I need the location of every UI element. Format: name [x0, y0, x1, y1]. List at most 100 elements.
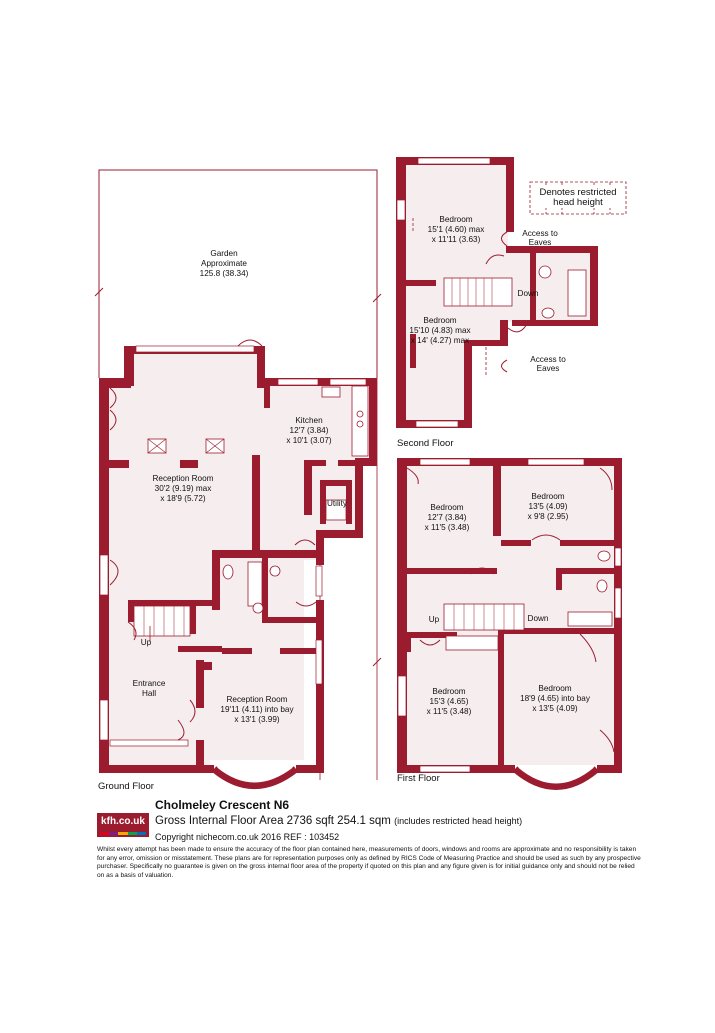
skylight-cross	[205, 438, 225, 454]
wall	[252, 455, 260, 555]
door-swing	[485, 254, 505, 265]
property-address: Cholmeley Crescent N6	[155, 798, 290, 812]
ff-bedroom-2-label-line1: 13'5 (4.09)	[529, 502, 568, 511]
window	[99, 554, 109, 596]
wall	[355, 458, 377, 466]
door-swing	[189, 699, 196, 723]
ff-bedroom-4-label: Bedroom	[538, 684, 571, 693]
hob	[356, 410, 364, 418]
door-swing	[294, 539, 316, 546]
brand-color-bar	[100, 832, 147, 835]
window	[419, 765, 471, 773]
wall	[512, 320, 598, 326]
wall	[464, 340, 472, 427]
restricted-legend-box	[529, 181, 627, 215]
wall	[257, 346, 265, 388]
door-swing	[501, 359, 508, 373]
wall	[316, 530, 363, 538]
bath	[567, 269, 587, 317]
sf-bedroom-top-label-line2: x 11'11 (3.63)	[432, 235, 481, 244]
bath	[567, 611, 613, 627]
wall	[128, 600, 218, 606]
bay-glass	[217, 766, 293, 783]
wall	[498, 628, 616, 634]
restricted-legend-line2: head height	[553, 197, 603, 208]
wall	[196, 740, 204, 773]
wall	[204, 662, 212, 670]
ground-stairs	[133, 605, 191, 642]
bay-glass	[518, 766, 594, 784]
sf-bedroom-top-label: Bedroom	[439, 215, 472, 224]
sink	[321, 386, 341, 398]
wall	[498, 628, 504, 768]
wall	[264, 378, 270, 408]
wall	[410, 334, 416, 368]
door-swing	[109, 559, 119, 586]
copyright: Copyright nichecom.co.uk 2016 REF : 1034…	[155, 832, 340, 842]
brand-text: kfh.co.uk	[101, 816, 145, 827]
window	[329, 378, 367, 386]
ff-bedroom-3-label-line1: 15'3 (4.65)	[430, 697, 469, 706]
ff-bedroom-1-label: Bedroom	[430, 503, 463, 512]
wall	[296, 765, 324, 773]
access-eaves-1-label: Access to	[522, 229, 558, 238]
reception-bay-label-line2: x 13'1 (3.99)	[234, 715, 280, 724]
basin	[269, 565, 281, 577]
ff-bedroom-3-label: Bedroom	[432, 687, 465, 696]
wall	[590, 246, 598, 326]
gross-area: Gross Internal Floor Area 2736 sqft 254.…	[155, 815, 522, 827]
wall	[212, 550, 316, 558]
wall	[597, 765, 622, 773]
wall	[316, 530, 324, 565]
door-swing	[177, 719, 185, 741]
window	[417, 157, 491, 165]
ff-bedroom-4-label-line2: x 13'5 (4.09)	[532, 704, 578, 713]
ground-floor-fill	[108, 352, 372, 772]
door-swing	[531, 534, 561, 541]
ff-bedroom-3-label-line2: x 11'5 (3.48)	[427, 707, 472, 716]
ff-bedroom-1-label-line1: 12'7 (3.84)	[428, 513, 467, 522]
wall	[320, 480, 350, 486]
window	[415, 420, 459, 428]
entrance-hall-label: Entrance	[133, 679, 166, 688]
wall	[501, 540, 531, 546]
door-swing	[579, 633, 597, 663]
basin	[597, 550, 611, 562]
wc	[541, 307, 555, 319]
window	[396, 199, 406, 221]
wall	[304, 460, 312, 515]
kitchen-label: Kitchen	[295, 416, 323, 425]
wall	[178, 646, 222, 652]
wall	[396, 157, 406, 427]
reception-large-label-line2: x 18'9 (5.72)	[160, 494, 206, 503]
wall	[262, 555, 268, 617]
entrance-hall-label-line1: Hall	[142, 689, 156, 698]
wall	[407, 568, 497, 574]
door-swing	[599, 729, 615, 753]
wall	[222, 648, 252, 654]
kitchen-label-line1: 12'7 (3.84)	[290, 426, 329, 435]
door-swing	[419, 639, 441, 646]
door-swing	[109, 409, 117, 431]
garden-tick	[372, 293, 382, 303]
bay-window	[211, 766, 299, 789]
window	[135, 345, 255, 353]
wall	[500, 320, 508, 344]
wall	[99, 378, 131, 388]
bay-window	[512, 766, 600, 790]
wall	[405, 632, 411, 652]
reception-bay-label-line1: 19'11 (4.11) into bay	[220, 705, 294, 714]
wall	[506, 157, 514, 232]
door-swing	[295, 601, 317, 607]
wall	[493, 466, 501, 536]
restricted-legend-line1: Denotes restricted	[539, 187, 616, 198]
sf-bedroom-top-label-line1: 15'1 (4.60) max	[428, 225, 485, 234]
wc	[222, 564, 234, 580]
ff-bedroom-2-label-line2: x 9'8 (2.95)	[528, 512, 569, 521]
door-swing	[599, 467, 613, 491]
window	[315, 565, 323, 597]
wall	[262, 617, 320, 623]
door-swing	[501, 231, 508, 247]
wall	[560, 540, 614, 546]
second-floor-title: Second Floor	[397, 438, 454, 449]
